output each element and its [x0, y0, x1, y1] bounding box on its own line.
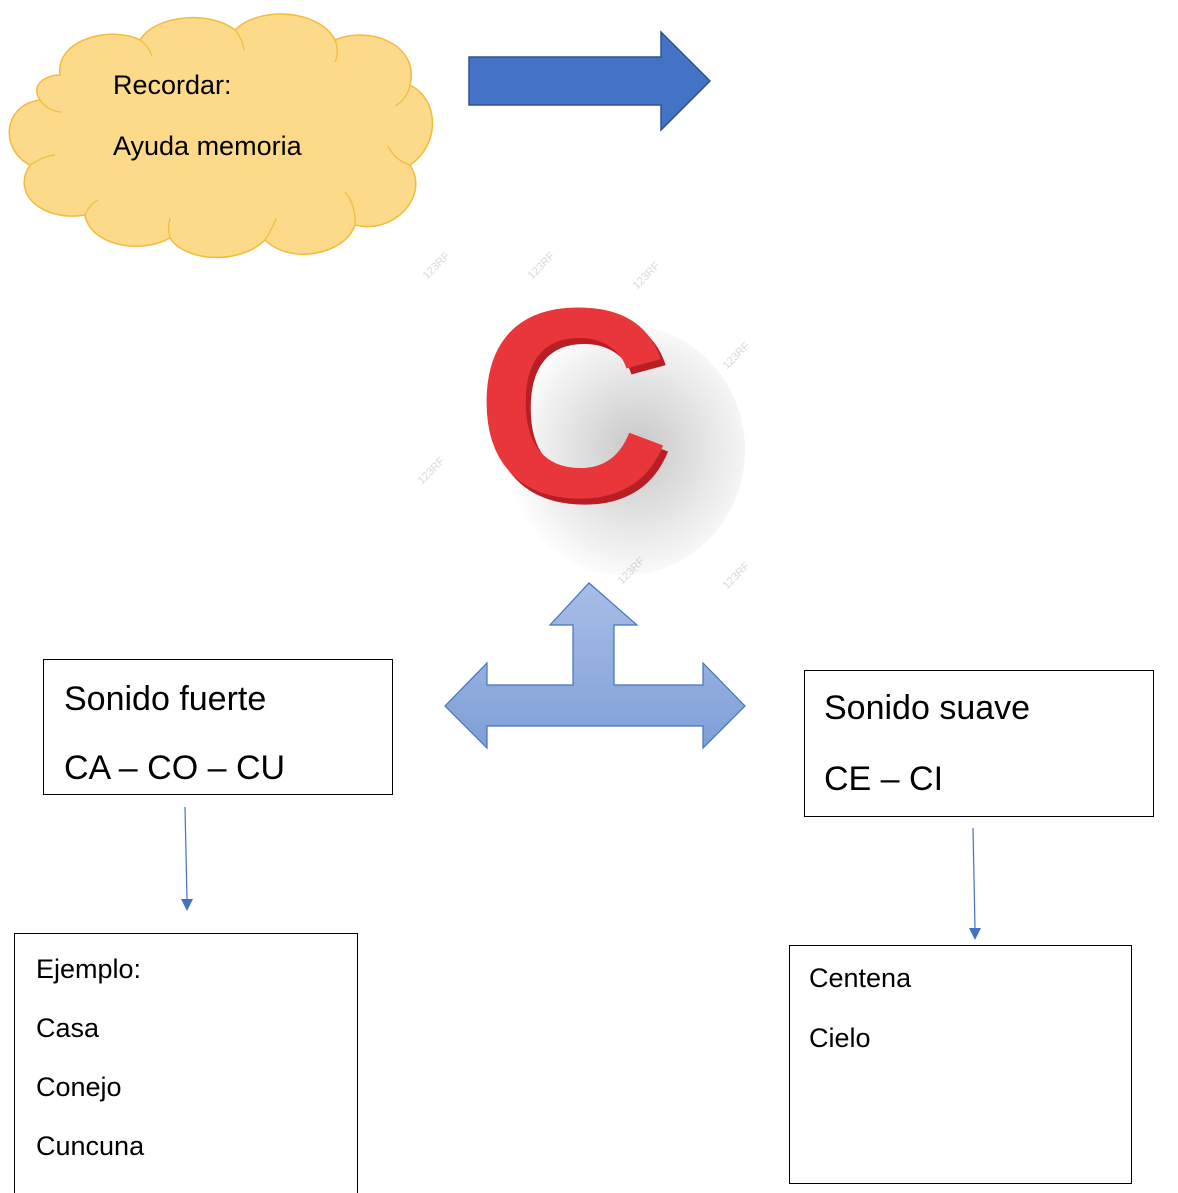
- cloud-shape: [8, 13, 434, 259]
- example-word-cielo: Cielo: [809, 1023, 871, 1053]
- letter-c-depth: C: [481, 259, 676, 560]
- example-word-cuncuna: Cuncuna: [36, 1131, 145, 1161]
- cloud-line-recordar: Recordar:: [113, 70, 232, 100]
- soft-sound-title: Sonido suave: [824, 689, 1031, 727]
- strong-sound-box: Sonido fuerte CA – CO – CU: [43, 659, 393, 795]
- strong-sound-syllables: CA – CO – CU: [64, 749, 286, 787]
- letter-c-glyph: C C: [476, 253, 745, 575]
- strong-sound-title: Sonido fuerte: [64, 680, 267, 718]
- cloud-line-ayuda-memoria: Ayuda memoria: [113, 131, 302, 161]
- example-word-conejo: Conejo: [36, 1072, 122, 1102]
- connector-arrowhead-left: [181, 899, 193, 911]
- example-word-centena: Centena: [809, 963, 912, 993]
- soft-sound-syllables: CE – CI: [824, 760, 944, 798]
- right-arrow-icon: [468, 30, 712, 132]
- strong-examples-box: Ejemplo: Casa Conejo Cuncuna: [14, 933, 358, 1193]
- connector-arrowhead-right: [969, 928, 981, 940]
- soft-sound-box: Sonido suave CE – CI: [804, 670, 1154, 817]
- letter-c-face: C: [476, 253, 671, 554]
- soft-examples-box: Centena Cielo: [789, 945, 1132, 1184]
- connector-line-left: [184, 806, 188, 901]
- letter-c-image: 123RF 123RF 123RF 123RF 123RF 123RF 123R…: [415, 250, 760, 595]
- example-word-casa: Casa: [36, 1013, 100, 1043]
- connector-line-right: [972, 827, 976, 930]
- three-way-arrow-icon: [444, 582, 746, 750]
- strong-examples-label: Ejemplo:: [36, 954, 142, 984]
